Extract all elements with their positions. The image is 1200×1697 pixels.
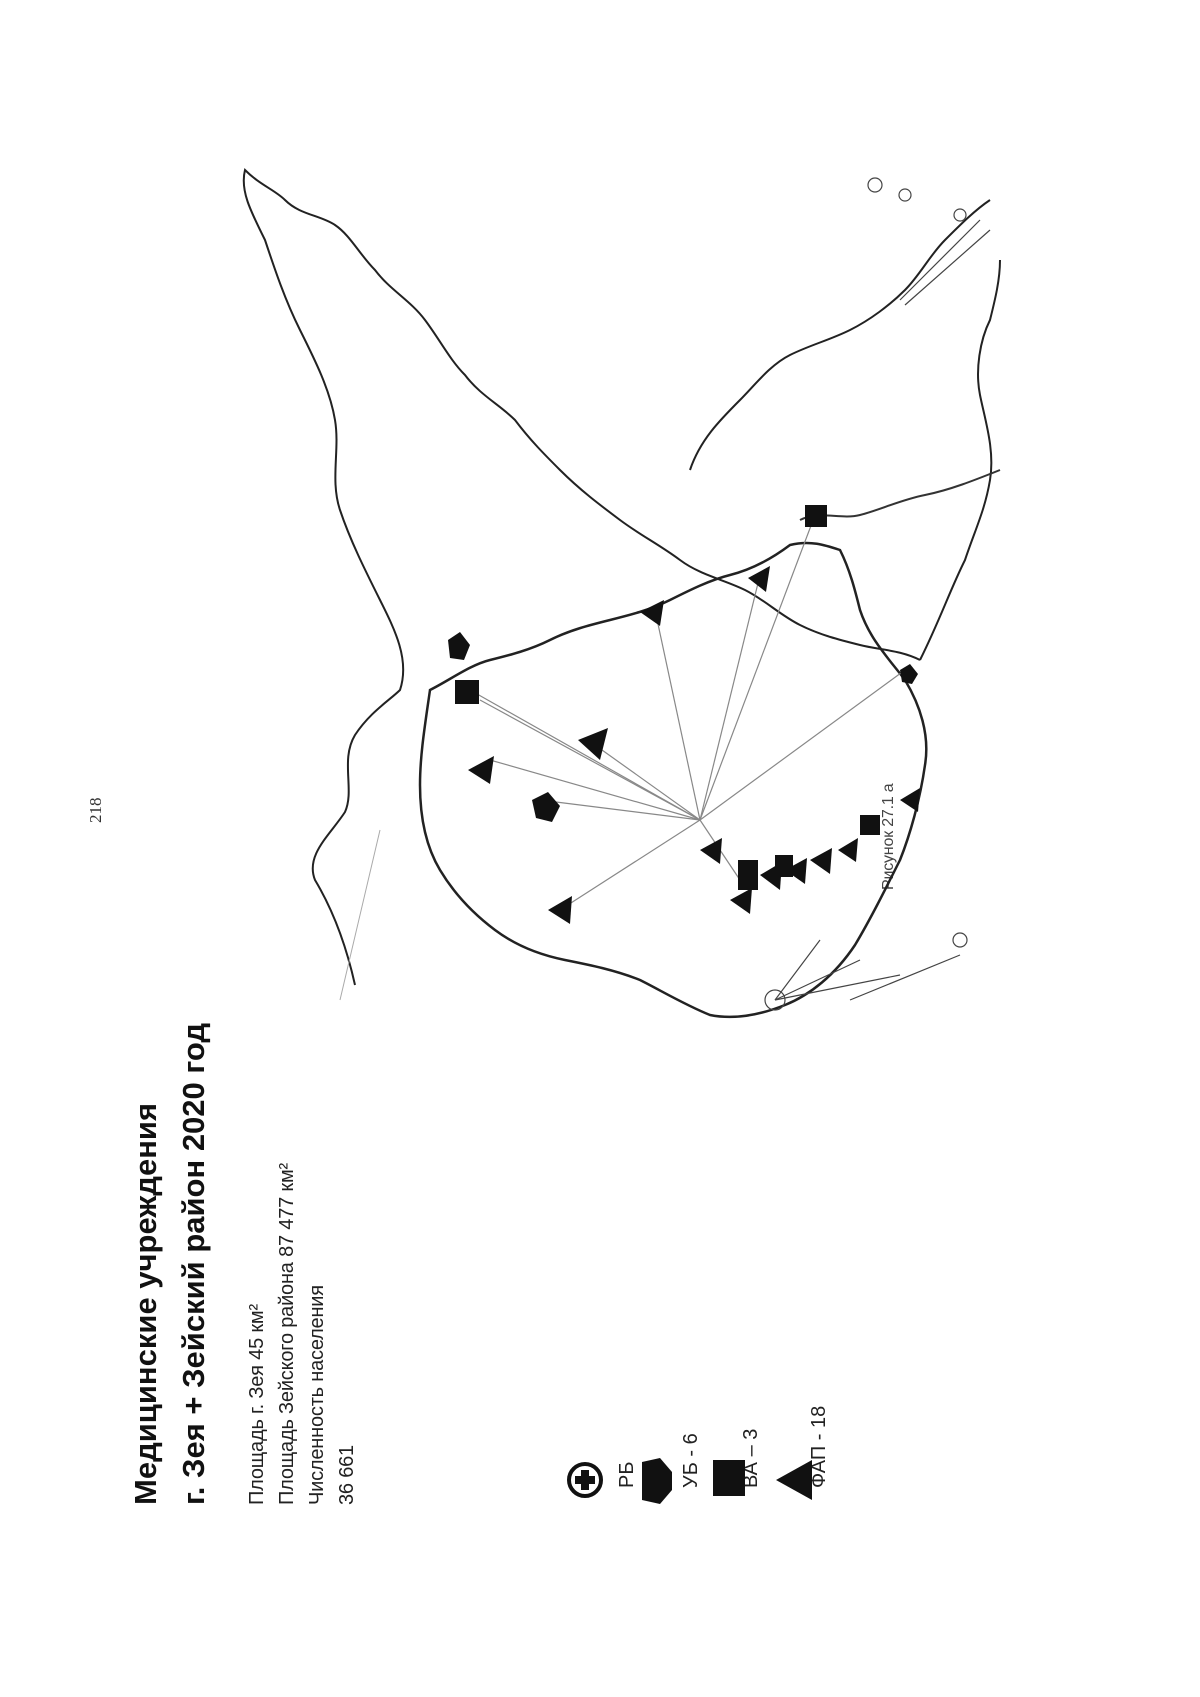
road-line — [339, 829, 381, 1001]
district-boundary — [418, 541, 928, 1019]
marker-fap — [785, 858, 807, 884]
marker-va — [455, 680, 479, 704]
marker-fap — [640, 600, 664, 626]
marker-fap — [748, 566, 770, 592]
river-line — [799, 469, 1001, 521]
neighbor-fragment — [764, 177, 991, 1011]
pentagon-icon — [642, 1458, 672, 1504]
marker-va — [805, 505, 827, 527]
marker-fap — [900, 788, 920, 812]
marker-fap — [548, 896, 572, 924]
cross-circle-icon — [567, 1462, 603, 1498]
triangle-icon — [776, 1460, 812, 1500]
marker-fap — [810, 848, 832, 874]
region-boundary-outer — [242, 168, 921, 986]
region-boundary-upper — [689, 199, 991, 471]
marker-va — [860, 815, 880, 835]
region-boundary-east — [919, 259, 1001, 661]
facility-markers — [448, 505, 920, 924]
connector-lines — [469, 514, 906, 911]
marker-fap — [468, 756, 494, 784]
marker-fap — [578, 728, 608, 760]
square-icon — [713, 1460, 745, 1496]
marker-fap — [730, 888, 752, 914]
marker-ub — [448, 632, 470, 660]
marker-fap — [700, 838, 722, 864]
marker-fap — [838, 838, 858, 862]
marker-ub — [532, 792, 560, 822]
marker-ub — [900, 664, 918, 684]
marker-cluster — [775, 855, 793, 877]
marker-cluster — [738, 860, 758, 890]
